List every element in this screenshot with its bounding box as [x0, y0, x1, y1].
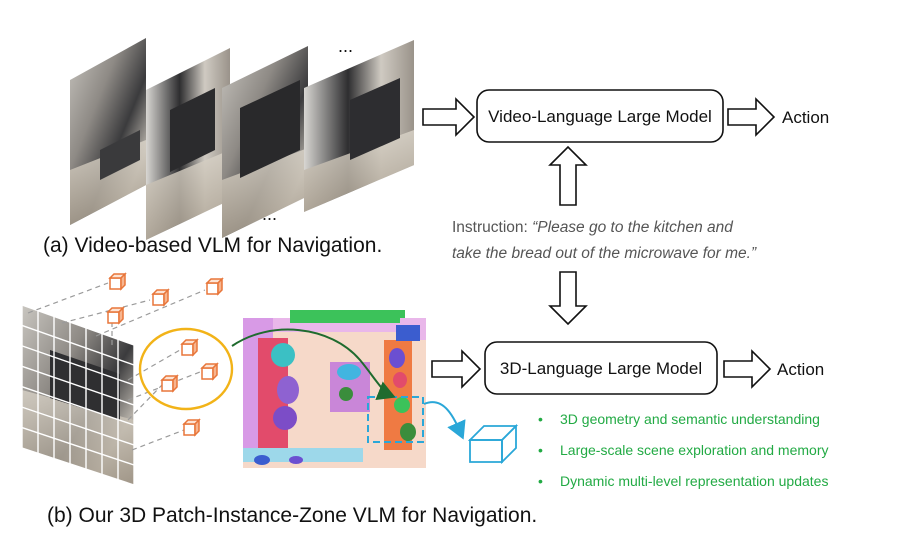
caption-b: (b) Our 3D Patch-Instance-Zone VLM for N…: [47, 504, 537, 527]
feature-bullet-2: •: [538, 442, 543, 458]
arrow-frames-to-video-model: [422, 97, 476, 137]
zone-3d-box-icon: [467, 423, 519, 465]
feature-2: Large-scale scene exploration and memory: [560, 442, 828, 458]
video-frame-3: [222, 46, 308, 238]
patch-grid-lines: [21, 304, 135, 486]
top-action-label: Action: [782, 108, 829, 127]
3d-language-model-label: 3D-Language Large Model: [500, 359, 702, 378]
caption-a: (a) Video-based VLM for Navigation.: [43, 234, 382, 257]
patch-cube: [151, 288, 170, 307]
zone-to-box-arrow: [423, 401, 466, 440]
patch-cube: [160, 374, 179, 393]
patch-grid-image: [21, 304, 135, 486]
arrow-video-model-to-action: [727, 97, 776, 137]
arrow-instruction-to-video-model: [548, 145, 588, 206]
ellipsis-bottom: ...: [262, 204, 277, 224]
feature-bullet-3: •: [538, 473, 543, 489]
instance-to-map-arrow: [231, 328, 396, 401]
feature-3: Dynamic multi-level representation updat…: [560, 473, 828, 489]
video-frame-1: [70, 38, 146, 225]
instruction-quote-1: “Please go to the kitchen and: [532, 219, 734, 236]
instruction-line-1: Instruction: “Please go to the kitchen a…: [452, 219, 734, 236]
patch-cube: [200, 362, 219, 381]
video-frames: [70, 38, 414, 240]
patch-cube: [106, 306, 125, 325]
patch-cube: [205, 277, 224, 296]
instance-group-ellipse: [138, 327, 234, 411]
bottom-action-label: Action: [777, 360, 824, 379]
video-frame-2: [146, 48, 230, 240]
patch-cube: [182, 418, 201, 437]
3d-language-model-box: [484, 341, 718, 395]
patch-cube: [108, 272, 127, 291]
feature-bullet-1: •: [538, 411, 543, 427]
patch-cube: [180, 338, 199, 357]
arrow-3d-model-to-action: [723, 349, 772, 389]
instruction-prefix: Instruction:: [452, 219, 532, 236]
instruction-line-2: take the bread out of the microwave for …: [452, 245, 757, 262]
feature-list: • 3D geometry and semantic understanding…: [538, 411, 828, 489]
video-language-model-label: Video-Language Large Model: [488, 107, 712, 126]
patch-cubes: [106, 272, 224, 437]
arrow-map-to-3d-model: [431, 349, 482, 389]
semantic-map: [243, 310, 426, 468]
video-frame-4: [304, 40, 414, 212]
ellipsis-top: ...: [338, 36, 353, 56]
arrow-instruction-to-3d-model: [548, 271, 588, 326]
video-language-model-box: [476, 89, 724, 143]
feature-1: 3D geometry and semantic understanding: [560, 411, 820, 427]
